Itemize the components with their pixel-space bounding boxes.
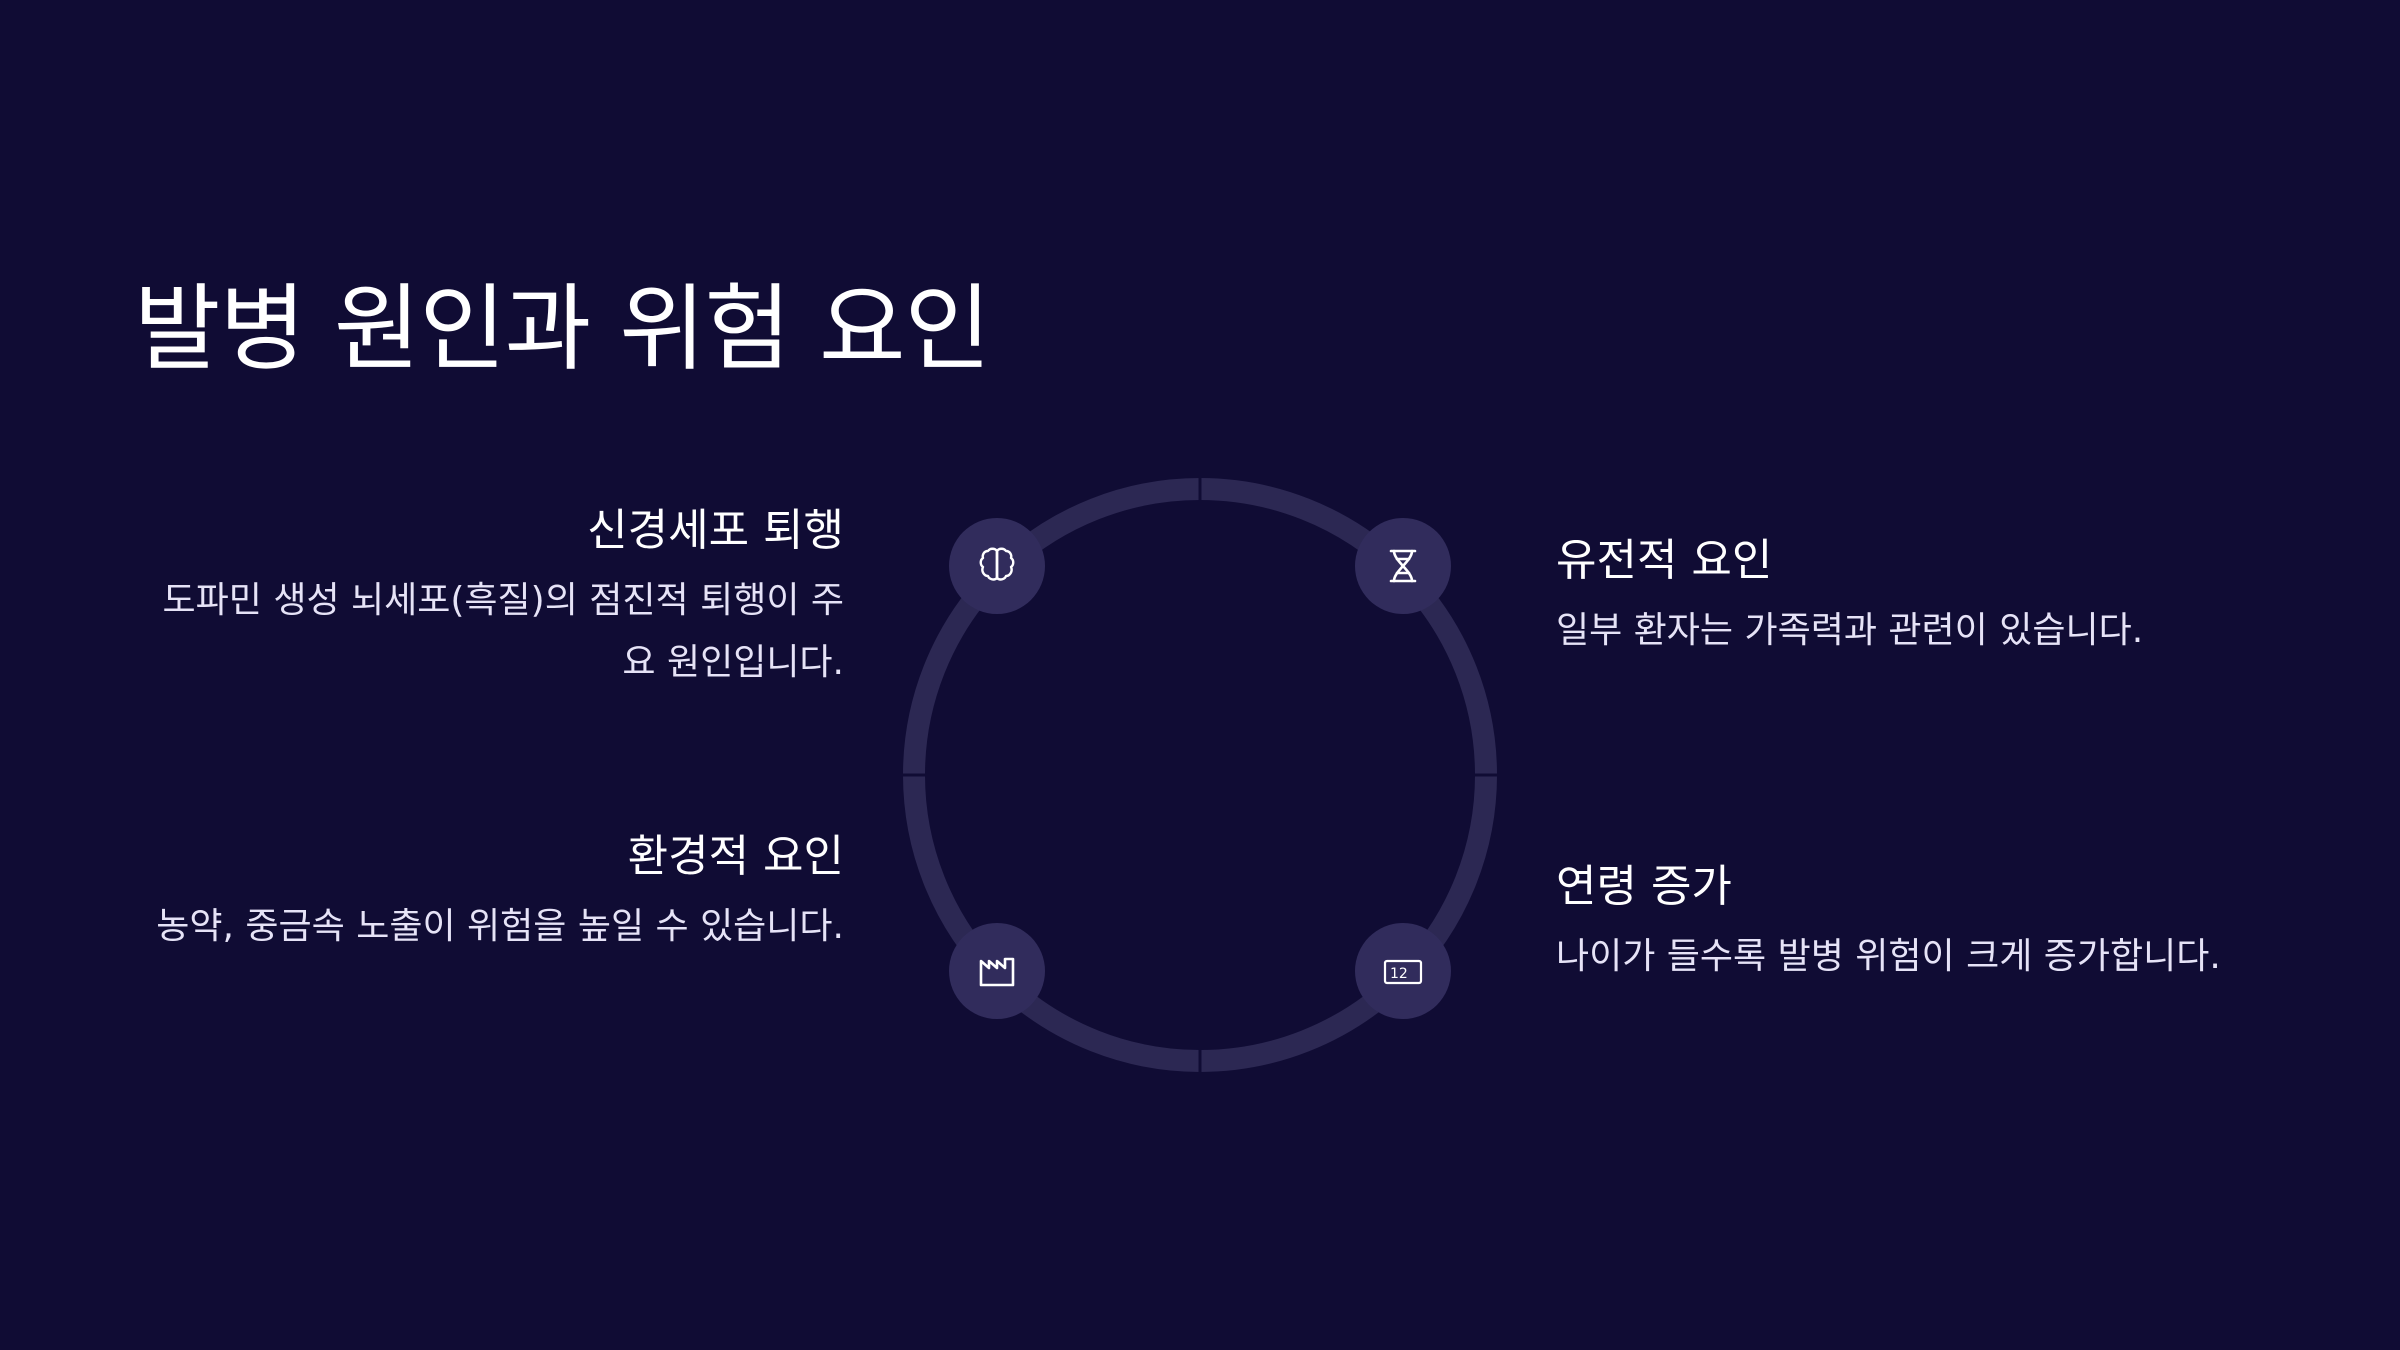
factor-age-description: 나이가 들수록 발병 위험이 크게 증가합니다. [1556,936,2221,977]
factory-icon-badge [949,923,1045,1019]
factor-genetic-description: 일부 환자는 가족력과 관련이 있습니다. [1556,610,2144,651]
factor-neuron-heading: 신경세포 퇴행 [587,505,844,556]
calendar-icon-text: 12 [1390,966,1408,982]
dna-icon-badge [1355,518,1451,614]
calendar-icon: 12 [1383,959,1423,985]
factor-age: 연령 증가 나이가 들수록 발병 위험이 크게 증가합니다. [1556,858,2336,988]
factor-environmental: 환경적 요인 농약, 중금속 노출이 위험을 높일 수 있습니다. [134,828,844,958]
cycle-ring [900,475,1500,1075]
brain-icon-badge [949,518,1045,614]
factor-neuron-degeneration: 신경세포 퇴행 도파민 생성 뇌세포(흑질)의 점진적 퇴행이 주요 원인입니다… [134,502,844,694]
calendar-icon-badge: 12 [1355,923,1451,1019]
factor-genetic-heading: 유전적 요인 [1556,535,1773,586]
factor-age-heading: 연령 증가 [1556,861,1732,912]
slide-title: 발병 원인과 위험 요인 [134,275,991,384]
dna-icon [1389,549,1417,583]
factor-neuron-description: 도파민 생성 뇌세포(흑질)의 점진적 퇴행이 주요 원인입니다. [162,580,844,683]
factory-icon [979,957,1015,987]
factor-environmental-heading: 환경적 요인 [627,831,844,882]
brain-icon [979,547,1015,581]
factor-environmental-description: 농약, 중금속 노출이 위험을 높일 수 있습니다. [156,906,844,947]
factor-genetic: 유전적 요인 일부 환자는 가족력과 관련이 있습니다. [1556,532,2336,662]
